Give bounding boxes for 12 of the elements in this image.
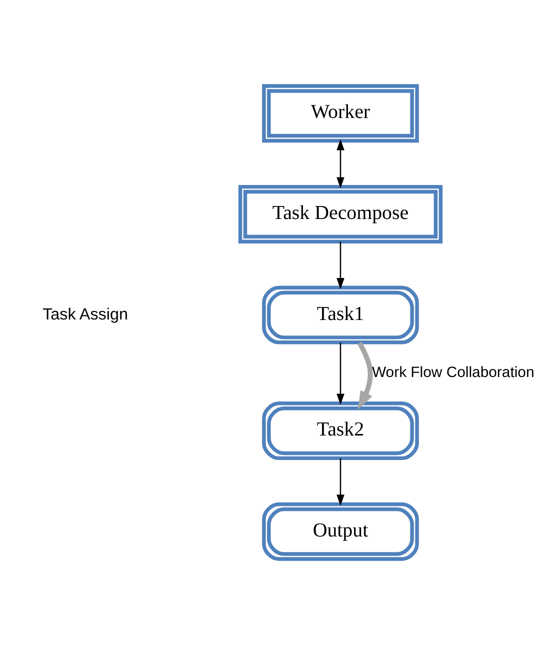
node-box: Task1 xyxy=(262,286,419,344)
node-box: Output xyxy=(262,502,419,561)
arrow xyxy=(336,242,344,290)
node-box: Task2 xyxy=(262,402,419,460)
arrow xyxy=(357,342,373,410)
arrow xyxy=(336,139,344,188)
node-box: Worker xyxy=(262,84,419,143)
node-box: Task Decompose xyxy=(238,184,443,244)
label: Task Assign xyxy=(42,305,128,324)
arrow xyxy=(336,342,344,405)
arrow xyxy=(336,458,344,506)
edge-label: Work Flow Collaboration xyxy=(372,364,534,381)
